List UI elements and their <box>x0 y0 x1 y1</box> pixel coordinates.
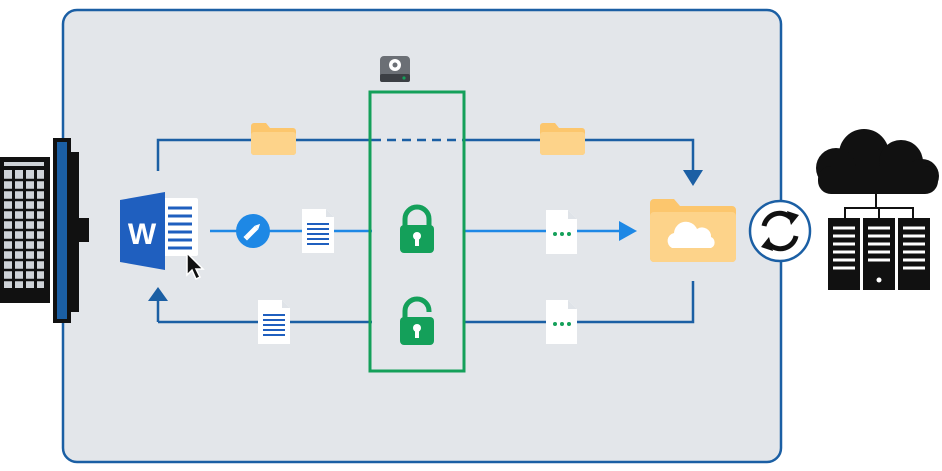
text-document-icon <box>302 209 334 253</box>
encrypted-vault-box <box>368 90 466 373</box>
folder-icon <box>540 123 585 155</box>
closed-lock-icon <box>400 204 434 253</box>
cloud-icon <box>816 129 939 194</box>
encrypted-file-icon <box>546 210 577 254</box>
arrow-up-to-word <box>148 287 168 301</box>
text-document-icon <box>258 300 290 344</box>
server-rack-icon <box>828 218 930 290</box>
arrow-right-to-cloud-folder <box>619 221 637 241</box>
word-document-icon: W <box>120 192 198 270</box>
encrypted-file-icon <box>546 300 577 344</box>
top-flow-line-left <box>156 138 372 171</box>
edit-pencil-icon <box>236 214 270 248</box>
folder-icon <box>251 123 296 155</box>
sync-icon <box>748 199 812 263</box>
drive-icon <box>380 56 410 82</box>
open-lock-icon <box>400 296 434 345</box>
cloud-folder-icon <box>650 199 736 262</box>
arrow-down-to-cloud-folder <box>683 170 703 186</box>
computer-icon <box>0 138 89 323</box>
svg-text:W: W <box>128 218 157 251</box>
server-connectors <box>844 194 914 218</box>
bottom-flow-line-right <box>464 281 695 324</box>
mouse-pointer-icon <box>186 251 205 281</box>
